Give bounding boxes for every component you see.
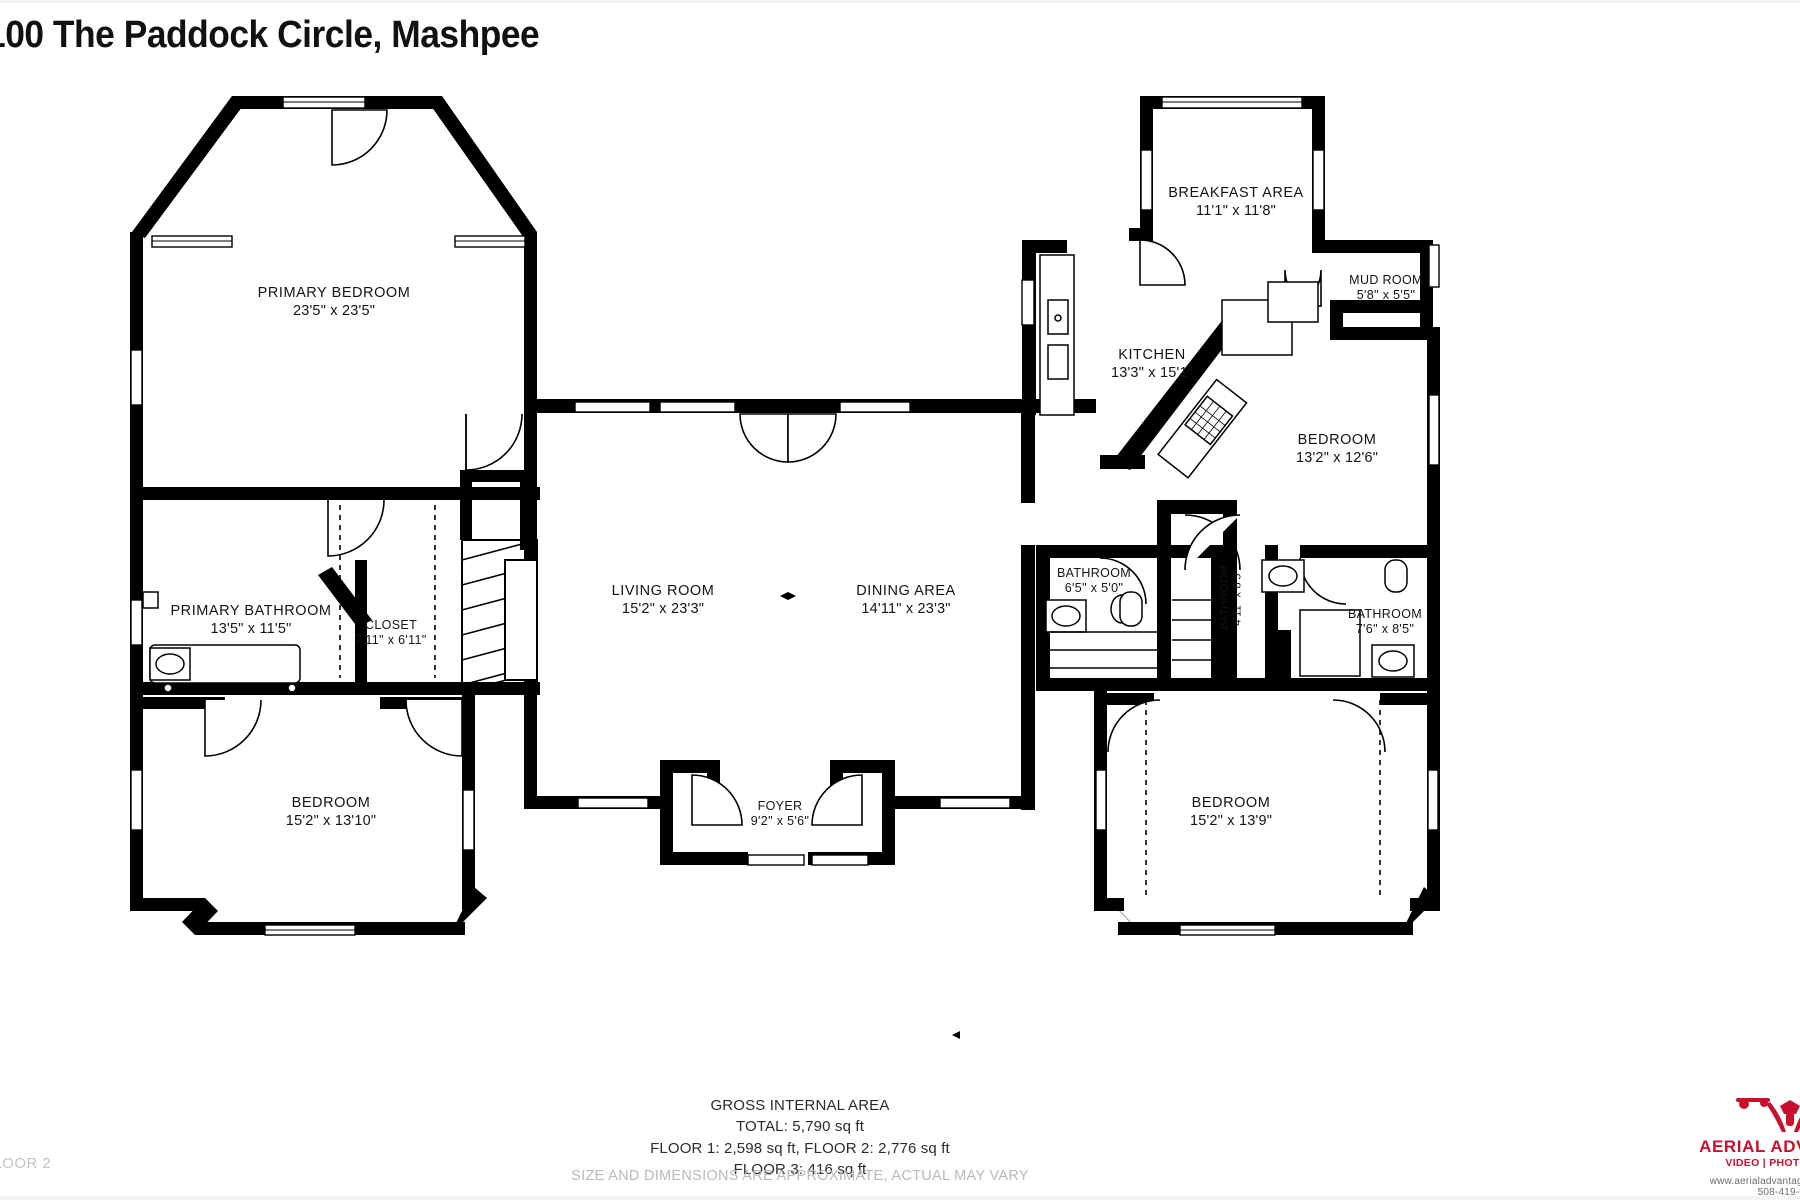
logo-website: www.aerialadvantagecapecod.com: [1709, 1176, 1800, 1187]
windows-layer: [130, 96, 1440, 936]
drone-icon: [1736, 1098, 1800, 1132]
company-logo: AERIAL ADVANTAGE VIDEO | PHOTOGRAPHY www…: [1690, 1090, 1800, 1198]
direction-markers: [780, 592, 960, 1039]
floor-tag: FLOOR 2: [0, 1155, 51, 1172]
gross-internal-area-summary: GROSS INTERNAL AREA TOTAL: 5,790 sq ft F…: [560, 1095, 1040, 1180]
logo-phone: 508-419-6149: [1757, 1187, 1800, 1198]
area-floor-3: FLOOR 3: 416 sq ft: [733, 1160, 867, 1178]
fixtures-layer: [142, 254, 1415, 693]
page-top-edge: [0, 0, 1800, 3]
walls-layer: [130, 96, 1440, 935]
logo-company-name: AERIAL ADVANTAGE: [1699, 1137, 1800, 1156]
area-floors-1-2: FLOOR 1: 2,598 sq ft, FLOOR 2: 2,776 sq …: [650, 1139, 950, 1157]
logo-subtitle: VIDEO | PHOTOGRAPHY: [1725, 1157, 1800, 1169]
page-bottom-edge: [0, 1196, 1800, 1200]
area-heading: GROSS INTERNAL AREA: [710, 1097, 890, 1114]
page-title: 100 The Paddock Circle, Mashpee: [0, 14, 540, 56]
area-disclaimer: SIZE AND DIMENSIONS ARE APPROXIMATE, ACT…: [571, 1168, 1029, 1184]
area-total: TOTAL: 5,790 sq ft: [735, 1118, 865, 1136]
doors-layer: [204, 109, 1386, 900]
